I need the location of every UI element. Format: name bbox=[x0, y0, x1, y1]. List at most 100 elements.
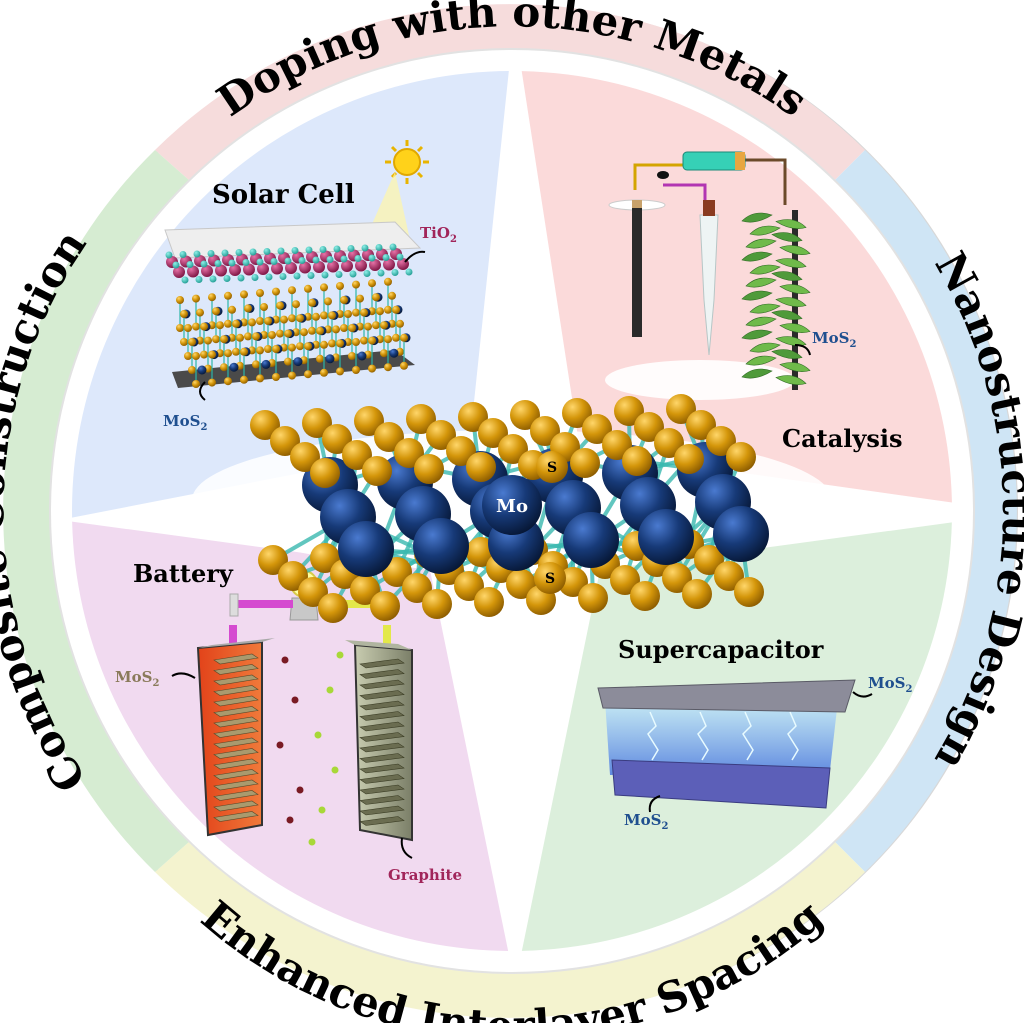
s-atom bbox=[240, 347, 248, 356]
mo-atom bbox=[325, 354, 335, 364]
s-atom bbox=[352, 280, 360, 289]
nanosheet bbox=[775, 297, 807, 307]
s-atom bbox=[388, 291, 396, 300]
o-atom bbox=[354, 255, 362, 262]
nanosheet bbox=[771, 271, 803, 281]
mo-atom bbox=[197, 365, 207, 375]
svg-text:MoS2: MoS2 bbox=[163, 412, 207, 433]
o-atom bbox=[349, 270, 357, 278]
o-atom bbox=[389, 243, 397, 251]
s-atom bbox=[328, 339, 336, 348]
s-atom bbox=[192, 380, 200, 388]
s-atom bbox=[220, 335, 228, 344]
o-atom bbox=[298, 257, 306, 264]
o-atom bbox=[340, 255, 348, 263]
s-atom bbox=[422, 589, 452, 619]
s-atom bbox=[290, 442, 320, 472]
s-atom bbox=[276, 329, 284, 338]
battery-title: Battery bbox=[133, 559, 234, 588]
battery-graphite-label: Graphite bbox=[388, 837, 462, 884]
nanosheet bbox=[741, 290, 773, 301]
ring-segment-right bbox=[834, 150, 1017, 872]
s-atom-highlight bbox=[536, 451, 568, 483]
s-atom bbox=[216, 321, 224, 330]
s-atom bbox=[280, 315, 288, 324]
s-atom bbox=[352, 308, 360, 317]
s-atom bbox=[288, 286, 296, 295]
s-atom bbox=[454, 571, 484, 601]
s-atom bbox=[354, 406, 384, 436]
s-atom bbox=[200, 350, 208, 359]
mos2-sheet bbox=[213, 737, 259, 749]
mos2-sheet bbox=[213, 811, 259, 822]
o-atom bbox=[293, 272, 301, 280]
ti-atom bbox=[271, 262, 283, 275]
o-atom bbox=[279, 273, 287, 280]
o-atom bbox=[305, 246, 313, 254]
s-atom bbox=[252, 360, 260, 369]
o-atom bbox=[165, 251, 173, 259]
s-atom bbox=[530, 416, 560, 446]
s-atom bbox=[336, 339, 344, 348]
o-atom bbox=[333, 245, 341, 253]
mo-atom bbox=[413, 518, 469, 574]
o-atom bbox=[228, 259, 236, 267]
ti-atom bbox=[383, 258, 395, 271]
o-atom bbox=[368, 254, 376, 262]
s-atom bbox=[256, 346, 264, 355]
ion bbox=[296, 786, 304, 794]
o-atom bbox=[284, 257, 292, 265]
s-atom bbox=[352, 338, 360, 346]
s-atom bbox=[374, 422, 404, 452]
s-atom bbox=[478, 418, 508, 448]
s-atom bbox=[296, 342, 304, 351]
solar-mos2-layer bbox=[176, 277, 411, 388]
mo-atom bbox=[357, 351, 367, 361]
s-atom bbox=[264, 317, 272, 325]
s-atom bbox=[224, 319, 232, 328]
svg-text:Graphite: Graphite bbox=[388, 866, 462, 884]
mo-atom-highlight bbox=[482, 475, 542, 535]
ion bbox=[314, 731, 322, 739]
o-atom bbox=[405, 268, 413, 276]
o-atom bbox=[235, 249, 243, 256]
mo-atom bbox=[229, 362, 239, 372]
tio2-layer bbox=[165, 243, 413, 284]
s-atom bbox=[364, 322, 372, 331]
nanosheet bbox=[741, 368, 773, 379]
battery-panel: Battery MoS2 Graphite bbox=[115, 559, 462, 884]
mos2-sheet bbox=[213, 727, 259, 738]
s-atom bbox=[278, 561, 308, 591]
graphite-sheet bbox=[359, 658, 405, 669]
s-atom bbox=[582, 414, 612, 444]
s-atom bbox=[240, 375, 248, 384]
s-atom bbox=[240, 290, 248, 299]
o-atom bbox=[319, 246, 327, 253]
ion bbox=[276, 741, 284, 749]
s-atom bbox=[236, 333, 244, 342]
catalysis-electrode-nanosheets bbox=[741, 212, 811, 385]
ti-atom bbox=[285, 262, 297, 274]
mos2-sheet bbox=[213, 706, 259, 717]
catalysis-title: Catalysis bbox=[782, 424, 903, 453]
s-atom bbox=[212, 335, 220, 344]
s-atom bbox=[402, 573, 432, 603]
s-atom bbox=[270, 426, 300, 456]
graphite-sheet bbox=[359, 816, 405, 826]
o-atom bbox=[214, 260, 222, 267]
s-atom bbox=[320, 283, 328, 292]
supercap-mos2-top-label: MoS2 bbox=[852, 674, 912, 698]
s-atom bbox=[630, 581, 660, 611]
mos2-sheet bbox=[213, 695, 259, 707]
svg-text:TiO2: TiO2 bbox=[420, 224, 457, 245]
s-atom bbox=[682, 579, 712, 609]
s-atom bbox=[310, 543, 340, 573]
nanosheet bbox=[771, 310, 803, 320]
s-atom bbox=[360, 336, 368, 345]
s-atom bbox=[602, 430, 632, 460]
s-atom bbox=[734, 577, 764, 607]
s-atom bbox=[706, 426, 736, 456]
mos2-sheet bbox=[213, 800, 259, 812]
nanosheet bbox=[749, 225, 781, 236]
s-atom bbox=[474, 587, 504, 617]
